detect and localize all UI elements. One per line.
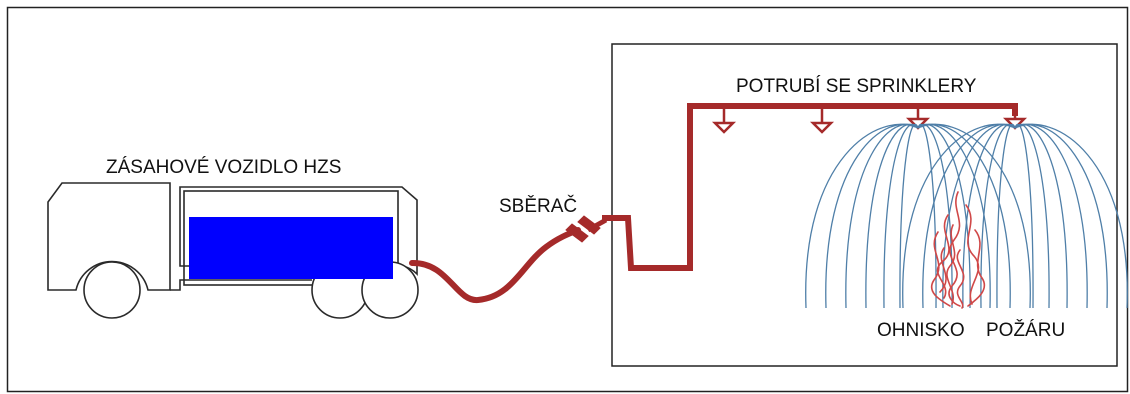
vehicle-label: ZÁSAHOVÉ VOZIDLO HZS	[106, 157, 341, 178]
spray-arc	[1014, 123, 1128, 309]
sprinkler-head-3	[905, 106, 931, 130]
spray-arc	[996, 123, 1016, 309]
spray-arc	[917, 123, 1031, 309]
sprinkler-heads	[711, 106, 1028, 134]
truck-tank-inner	[183, 190, 399, 286]
sprinkler-head-2	[809, 106, 835, 134]
fire-flames	[930, 191, 986, 309]
water-tank-fill	[189, 217, 393, 279]
spray-arc	[899, 123, 919, 309]
sprinkler-riser-pipe	[602, 103, 1018, 271]
fire-label-word2: POŽÁRU	[986, 319, 1065, 341]
sprinkler-head-4	[1002, 112, 1028, 130]
collector-label: SBĚRAČ	[499, 195, 577, 217]
truck-chassis	[170, 279, 312, 291]
outer-frame	[6, 6, 1129, 393]
building-box	[611, 43, 1118, 367]
collector-connector	[565, 215, 608, 243]
fire-truck	[47, 182, 419, 319]
spray-arc	[883, 123, 919, 309]
sprinkler-head-1	[711, 106, 737, 134]
truck-wheel-front	[83, 261, 141, 319]
spray-arc	[980, 123, 1016, 309]
hose	[409, 227, 581, 303]
pipe-label: POTRUBÍ SE SPRINKLERY	[736, 76, 977, 97]
water-spray	[805, 123, 1128, 309]
fire-label-word1: OHNISKO	[877, 320, 965, 341]
